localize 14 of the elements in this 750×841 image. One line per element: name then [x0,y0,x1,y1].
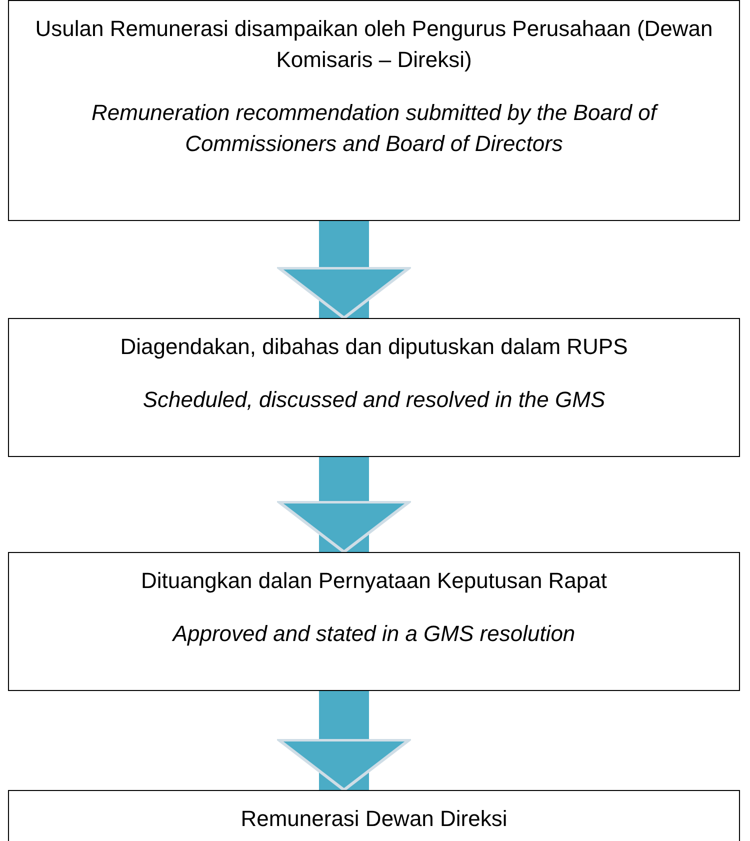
process-box [8,0,740,221]
box-heading: Diagendakan, dibahas dan diputuskan dalam RUPS [120,333,628,361]
block-arrow [278,221,410,320]
block-arrow [278,691,410,792]
box-translation: Approved and stated in a GMS resolution [172,620,576,648]
process-box [8,552,740,691]
box-heading: Dituangkan dalan Pernyataan Keputusan Rapat [140,567,607,595]
box-translation: Scheduled, discussed and resolved in the GMS [142,386,606,414]
process-box [8,790,740,841]
box-heading: Usulan Remunerasi disampaikan oleh Pengurus Perusahaan (Dewan Komisaris – Direksi) [34,15,714,74]
process-box [8,318,740,457]
box-heading: Remunerasi Dewan Direksi [240,805,508,833]
box-translation: Remuneration recommendation submitted by the Board of Commissioners and Board of Directors [90,99,660,158]
block-arrow [278,457,410,554]
